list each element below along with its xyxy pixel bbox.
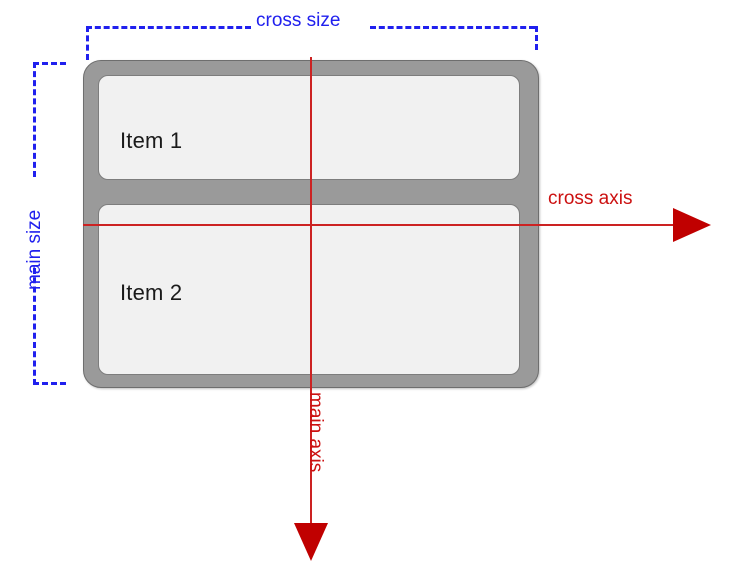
main-size-bracket-upper-segment [33, 62, 36, 177]
main-axis-line [310, 57, 312, 527]
main-size-bracket-lower-segment [33, 268, 36, 385]
main-size-label: main size [24, 209, 45, 290]
cross-axis-label: cross axis [548, 188, 633, 209]
main-axis-label: main axis [305, 392, 326, 473]
cross-axis-line [83, 224, 675, 226]
flex-item-2-label: Item 2 [120, 280, 183, 305]
cross-size-label: cross size [256, 10, 341, 31]
main-size-bracket-bottom-tick [33, 382, 66, 385]
cross-size-bracket-left-segment [86, 26, 251, 29]
flex-item-1: Item 1 [98, 75, 520, 180]
cross-axis-arrowhead-icon [673, 208, 711, 242]
main-axis-arrowhead-icon [294, 523, 328, 561]
main-size-bracket-top-tick [33, 62, 66, 65]
flex-item-2: Item 2 [98, 204, 520, 375]
cross-size-bracket-right-tick [535, 26, 538, 50]
cross-size-bracket-right-segment [370, 26, 535, 29]
flex-item-1-label: Item 1 [120, 128, 183, 153]
cross-size-bracket-left-tick [86, 26, 89, 60]
